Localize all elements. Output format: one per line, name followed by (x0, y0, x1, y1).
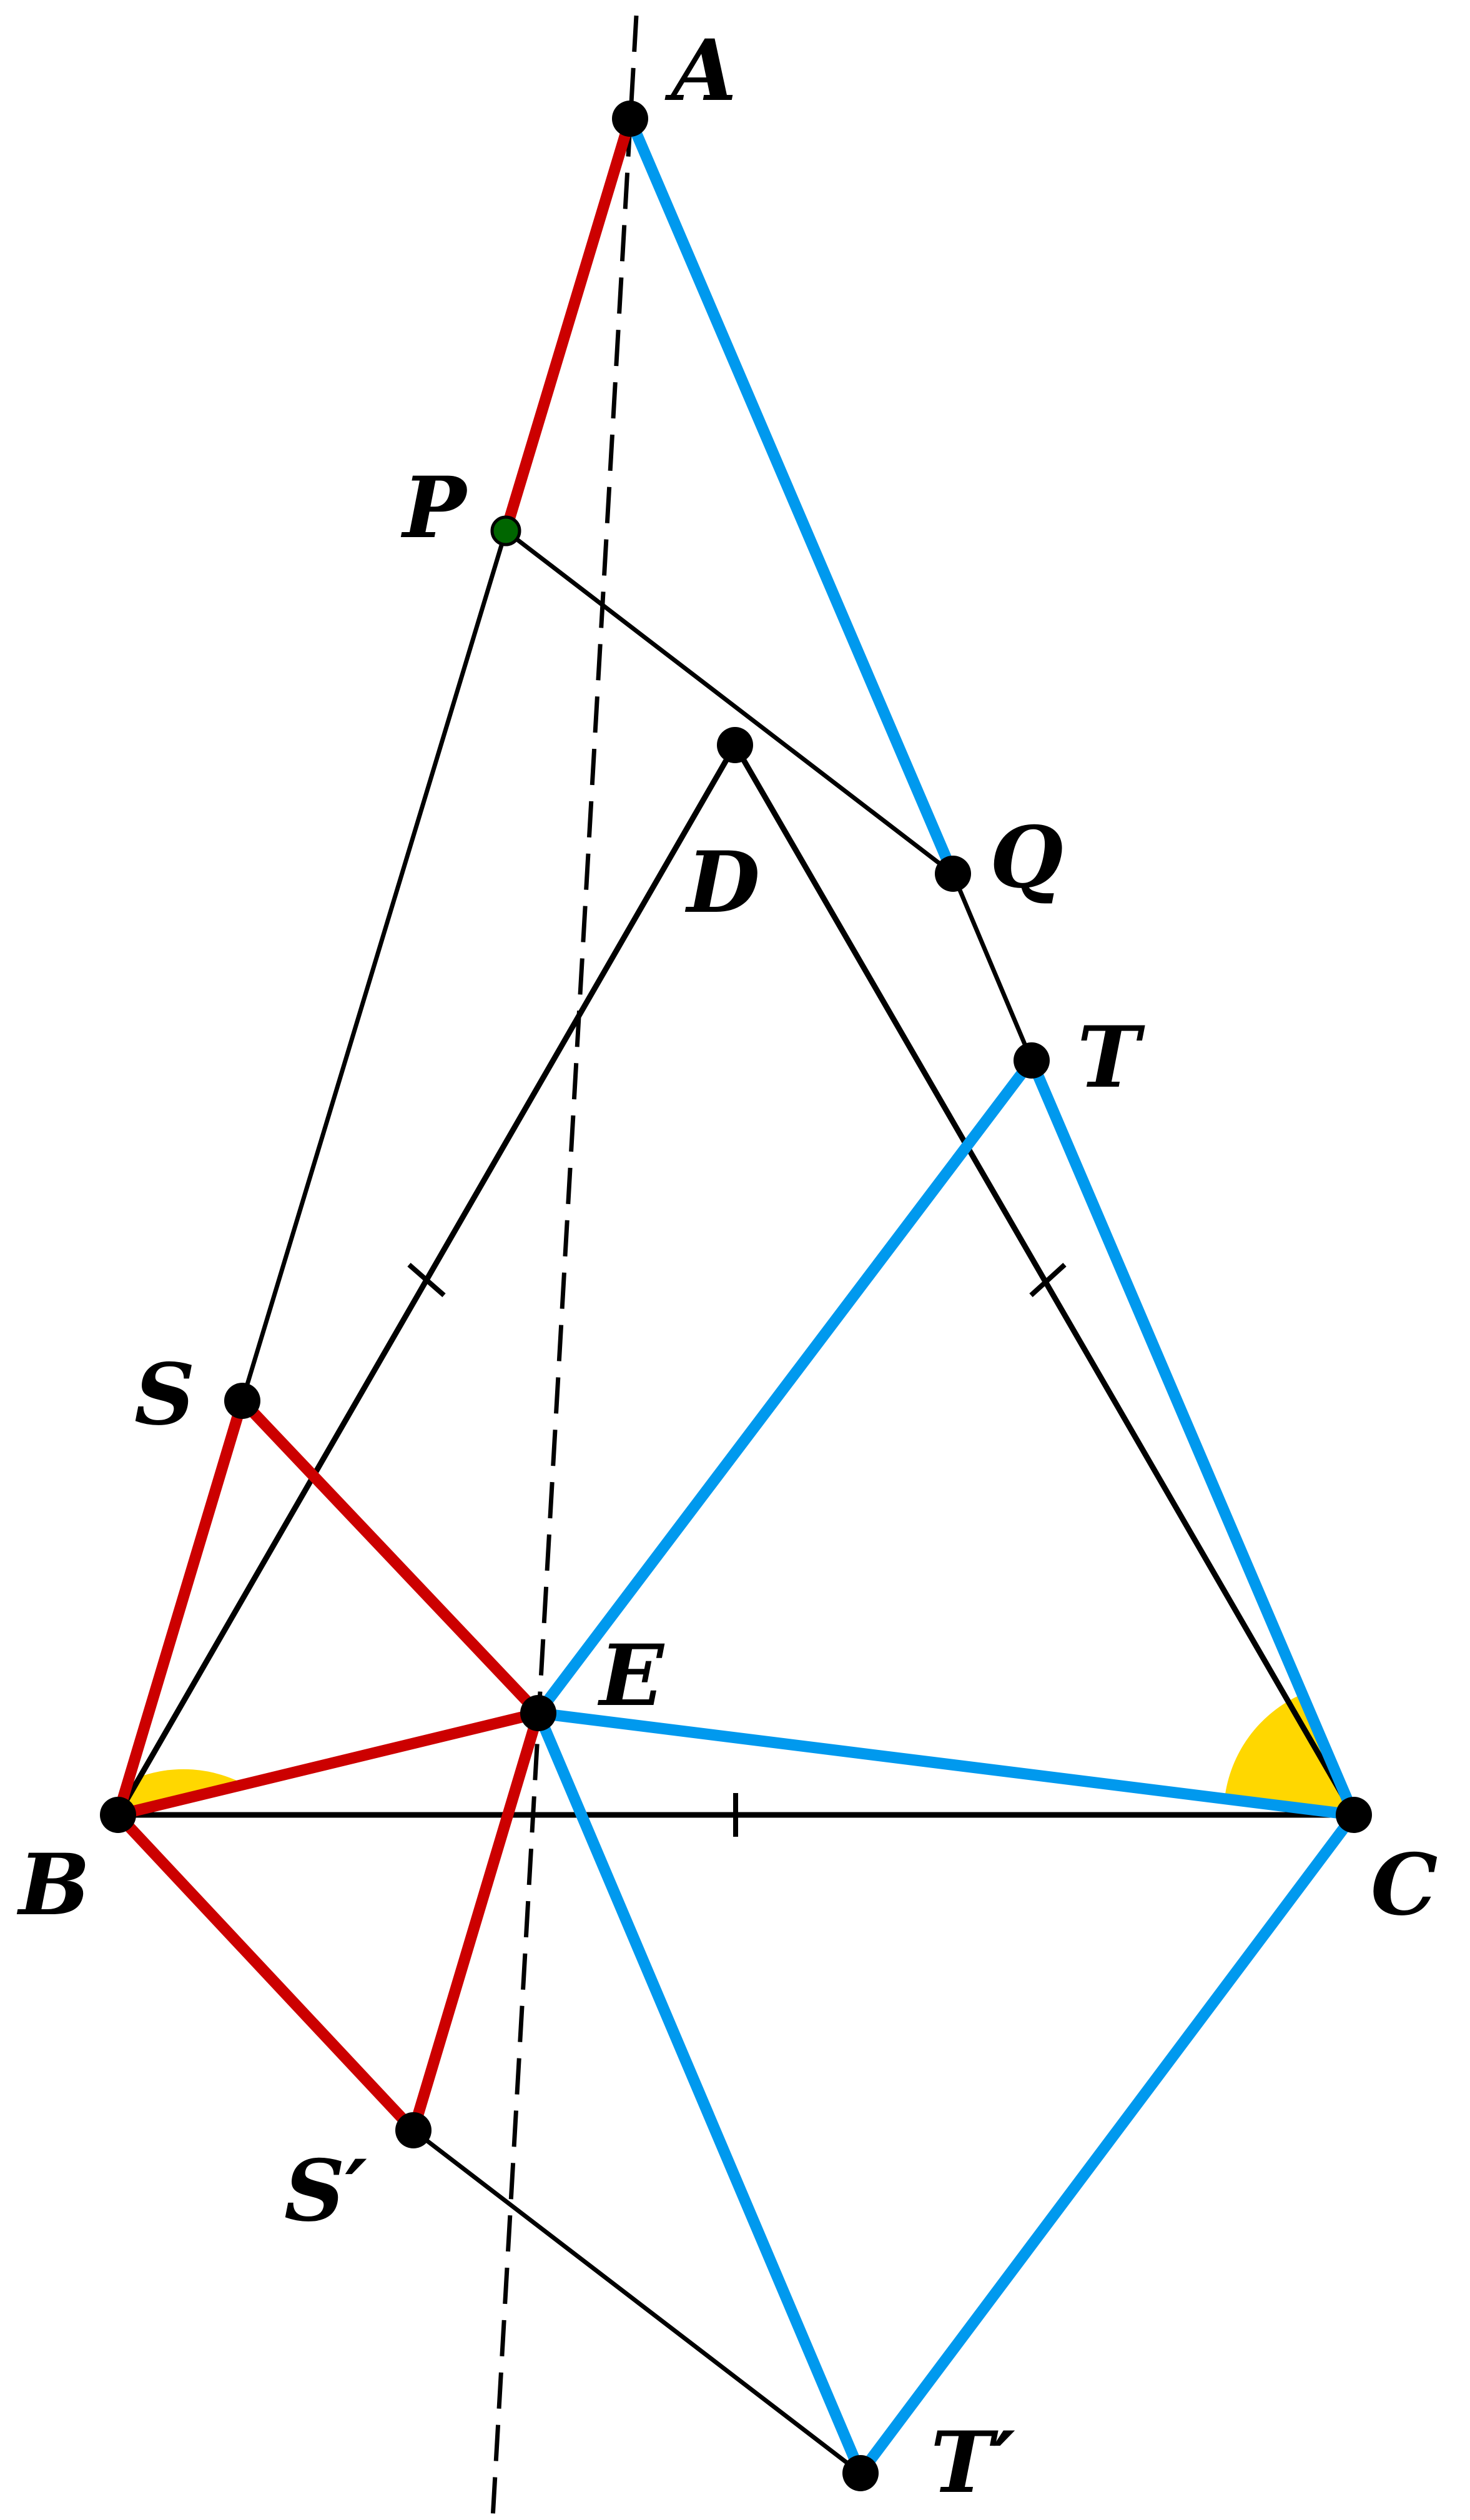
segment-A-P (500, 113, 636, 536)
segment-B-E (112, 1707, 544, 1821)
point-E (520, 1695, 556, 1731)
label-D: D (684, 833, 760, 932)
segment-S-prime-E (408, 1707, 544, 2136)
point-T-prime (842, 2455, 879, 2491)
point-S (224, 1383, 260, 1419)
label-T-prime: T′ (930, 2413, 1015, 2512)
label-T: T (1077, 1007, 1145, 1107)
tick-D-C (1029, 1263, 1067, 1297)
segment-S-prime-T-prime (412, 2128, 862, 2475)
label-Q: Q (990, 808, 1063, 907)
points (100, 101, 1372, 2491)
segment-C-T-prime (855, 1809, 1359, 2479)
point-D (717, 727, 753, 763)
point-P (490, 515, 521, 546)
segment-S-E (237, 1395, 544, 1719)
point-S-prime (395, 2112, 432, 2148)
segment-E-C (533, 1707, 1359, 1821)
dashed-line (490, 15, 639, 2519)
angle-marker-C (1225, 1694, 1354, 1815)
segment-P-Q (504, 529, 955, 876)
point-T (1014, 1042, 1050, 1079)
label-A: A (664, 21, 737, 120)
point-Q (935, 856, 971, 892)
segment-E-T (533, 1055, 1037, 1719)
segment-T-C (1026, 1055, 1359, 1821)
label-P: P (400, 458, 468, 557)
label-B: B (16, 1835, 90, 1934)
segment-Q-T (950, 872, 1034, 1062)
point-A (612, 101, 648, 137)
tick-marks (407, 1262, 1067, 1837)
label-E: E (597, 1626, 665, 1725)
red-lines (112, 113, 636, 2136)
segment-P-S (240, 530, 508, 1402)
point-B (100, 1797, 136, 1833)
label-S-prime: S′ (284, 2141, 367, 2240)
label-S: S (134, 1345, 195, 1444)
segment-S-B (112, 1395, 248, 1821)
point-C (1336, 1797, 1372, 1833)
segment-B-S-prime (112, 1809, 419, 2136)
segment-A-Q (624, 113, 959, 879)
tick-B-D (407, 1262, 446, 1298)
blue-lines (533, 113, 1359, 2479)
label-C: C (1371, 1835, 1438, 1934)
segment-E-T-prime (533, 1707, 866, 2479)
